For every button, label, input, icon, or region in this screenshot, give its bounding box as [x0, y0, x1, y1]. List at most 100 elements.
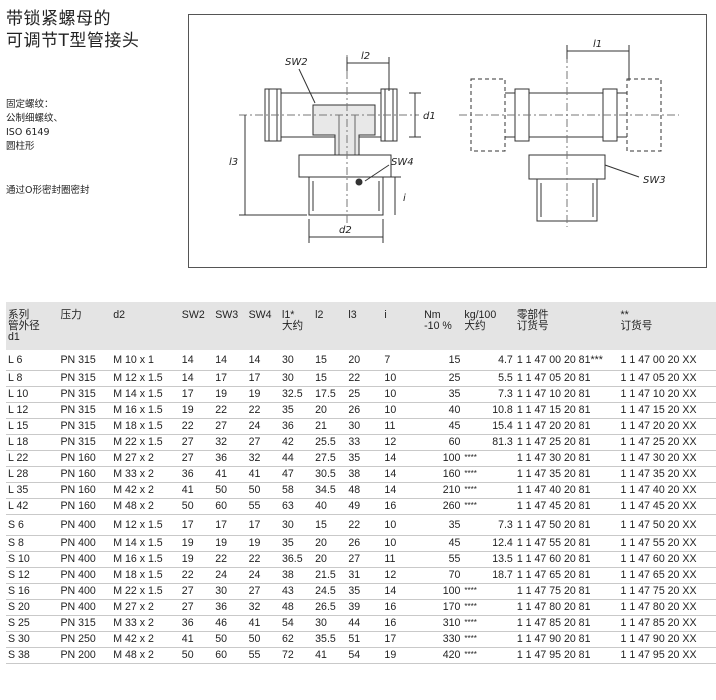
table-cell: 1 1 47 80 20 81	[514, 599, 619, 616]
table-cell: 1 1 47 40 20 XX	[618, 482, 716, 499]
table-cell: 330	[422, 631, 463, 648]
table-cell: 18.7	[462, 567, 515, 584]
table-cell: 19	[179, 551, 214, 568]
table-cell: PN 200	[58, 647, 112, 664]
table-cell: 420	[422, 647, 463, 664]
table-cell: 22	[346, 514, 383, 536]
table-cell: 22	[246, 402, 280, 419]
table-cell: L 6	[6, 350, 59, 371]
table-cell: L 18	[6, 434, 59, 451]
table-cell: M 42 x 2	[111, 482, 180, 499]
table-cell: M 12 x 1.5	[111, 514, 180, 536]
table-cell: 27	[179, 599, 214, 616]
table-cell: 17	[246, 370, 280, 387]
table-cell: S 20	[6, 599, 59, 616]
table-cell: PN 400	[58, 514, 112, 536]
table-cell: 1 1 47 45 20 81	[514, 498, 619, 515]
table-cell: M 48 x 2	[111, 647, 180, 664]
seal-description: 通过O形密封圈密封	[6, 185, 90, 196]
label-sw4: SW4	[391, 157, 414, 168]
table-cell: 44	[346, 615, 383, 632]
table-cell: 47	[279, 466, 314, 483]
table-cell: M 10 x 1	[111, 350, 180, 371]
table-cell: 16	[382, 615, 423, 632]
table-cell: 1 1 47 75 20 81	[514, 583, 619, 600]
table-cell: 27	[179, 450, 214, 467]
table-cell: 19	[179, 402, 214, 419]
label-l3: l3	[229, 157, 238, 168]
table-cell: 10	[382, 370, 423, 387]
column-header: i	[382, 302, 423, 350]
table-cell: 27	[246, 583, 280, 600]
table-cell: 50	[213, 482, 247, 499]
table-cell: 54	[279, 615, 314, 632]
table-cell: PN 160	[58, 482, 112, 499]
table-cell: 11	[382, 551, 423, 568]
table-cell: 24	[246, 418, 280, 435]
column-header: l1* 大约	[279, 302, 314, 350]
table-cell: 27	[246, 434, 280, 451]
table-cell: 14	[213, 350, 247, 371]
table-cell: PN 160	[58, 498, 112, 515]
table-cell: 15	[422, 350, 463, 371]
table-cell: M 18 x 1.5	[111, 567, 180, 584]
table-cell: M 22 x 1.5	[111, 583, 180, 600]
table-cell: 36	[179, 466, 214, 483]
table-cell: 41	[313, 647, 347, 664]
table-cell: 14	[246, 350, 280, 371]
table-cell: 1 1 47 65 20 XX	[618, 567, 716, 584]
table-cell: S 16	[6, 583, 59, 600]
table-cell: PN 160	[58, 450, 112, 467]
table-cell: 1 1 47 05 20 81	[514, 370, 619, 387]
table-cell: 1 1 47 30 20 81	[514, 450, 619, 467]
table-cell: 12.4	[462, 535, 515, 552]
table-cell: 39	[346, 599, 383, 616]
table-cell: 51	[346, 631, 383, 648]
product-title: 带锁紧螺母的 可调节T型管接头	[6, 8, 186, 52]
table-cell: PN 250	[58, 631, 112, 648]
table-cell: 1 1 47 00 20 XX	[618, 350, 716, 371]
table-cell: 22	[179, 567, 214, 584]
table-cell: 21.5	[313, 567, 347, 584]
table-cell: 14	[382, 482, 423, 499]
table-cell: 14	[382, 450, 423, 467]
table-cell: 100	[422, 583, 463, 600]
table-cell: 1 1 47 85 20 XX	[618, 615, 716, 632]
table-cell: 31	[346, 567, 383, 584]
table-cell: 1 1 47 50 20 81	[514, 514, 619, 536]
table-cell: 1 1 47 10 20 81	[514, 386, 619, 403]
table-cell: 17	[382, 631, 423, 648]
table-cell: 1 1 47 25 20 XX	[618, 434, 716, 451]
table-cell: 36	[213, 599, 247, 616]
table-cell: M 18 x 1.5	[111, 418, 180, 435]
table-cell: 7.3	[462, 514, 515, 536]
table-cell: 41	[179, 631, 214, 648]
table-cell: 17	[179, 386, 214, 403]
table-cell: 62	[279, 631, 314, 648]
table-cell: 35	[422, 514, 463, 536]
column-header: kg/100 大约	[462, 302, 515, 350]
table-cell: 40	[422, 402, 463, 419]
column-header: l2	[313, 302, 347, 350]
table-cell: 210	[422, 482, 463, 499]
table-cell: PN 315	[58, 350, 112, 371]
table-cell: PN 315	[58, 402, 112, 419]
table-cell: M 27 x 2	[111, 599, 180, 616]
table-cell: S 38	[6, 647, 59, 664]
title-line-2: 可调节T型管接头	[6, 31, 140, 51]
table-cell: 27	[346, 551, 383, 568]
column-header: 压力	[58, 302, 112, 350]
table-cell: 60	[213, 647, 247, 664]
table-cell: 14	[179, 350, 214, 371]
table-cell: 1 1 47 25 20 81	[514, 434, 619, 451]
table-cell: 25.5	[313, 434, 347, 451]
desc-line-1: 固定螺纹：	[6, 99, 54, 110]
table-cell: 15	[313, 370, 347, 387]
label-sw3: SW3	[643, 175, 666, 186]
table-cell: 1 1 47 35 20 XX	[618, 466, 716, 483]
table-cell: 25	[346, 386, 383, 403]
